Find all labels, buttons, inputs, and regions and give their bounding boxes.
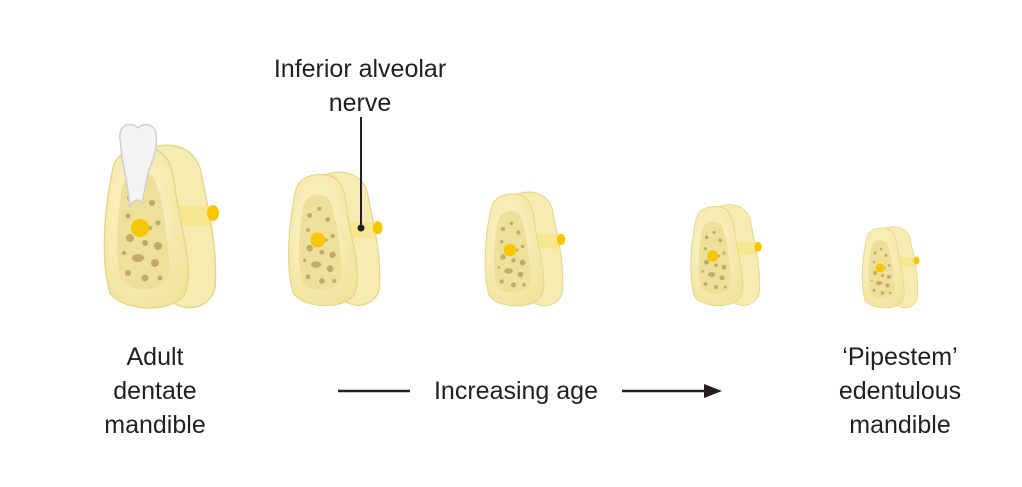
label-increasing-age: Increasing age	[433, 377, 598, 405]
nerve-leader-line	[357, 117, 365, 232]
label-adult-dentate-mandible: Adult dentate mandible	[104, 343, 206, 439]
mandible-adult-dentate	[103, 123, 220, 309]
increasing-age-arrow	[338, 384, 722, 398]
arrowhead-icon	[704, 384, 722, 398]
mandible-stage-3	[484, 191, 566, 307]
mandible-stage-4	[690, 204, 763, 307]
mandible-pipestem	[861, 226, 920, 309]
label-inferior-alveolar-nerve: Inferior alveolar nerve	[273, 55, 447, 117]
tooth-icon	[119, 123, 158, 209]
mandible-stage-2	[287, 171, 384, 307]
label-pipestem-edentulous-mandible: ‘Pipestem’ edentulous mandible	[838, 343, 962, 439]
